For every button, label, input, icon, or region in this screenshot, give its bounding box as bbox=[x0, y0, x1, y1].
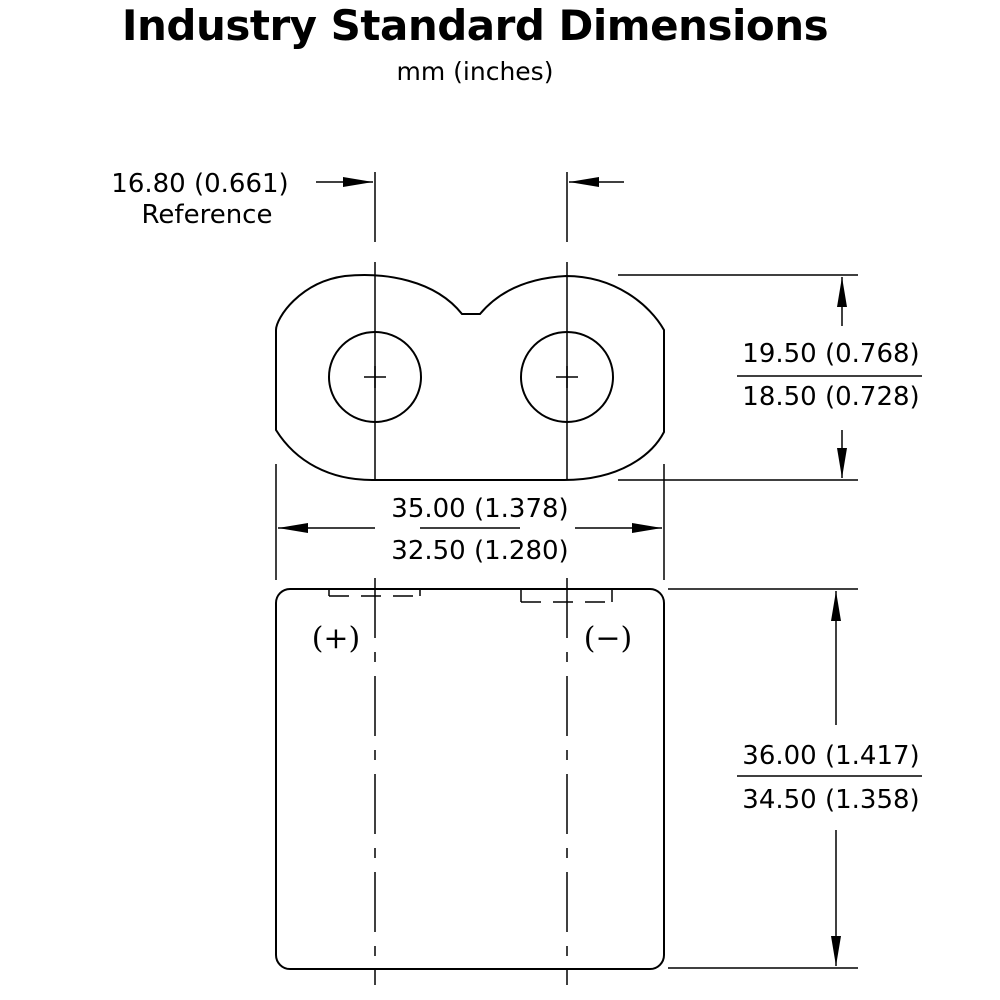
depth-max-value: 19.50 (0.768) bbox=[742, 339, 919, 369]
side-view: (+) (−) bbox=[275, 578, 665, 985]
terminal-centerlines bbox=[374, 172, 568, 480]
width-dimension: 35.00 (1.378) 32.50 (1.280) bbox=[275, 464, 665, 580]
height-dimension: 36.00 (1.417) 34.50 (1.358) bbox=[668, 588, 922, 969]
height-min-value: 34.50 (1.358) bbox=[742, 785, 919, 815]
width-max-value: 35.00 (1.378) bbox=[391, 494, 568, 524]
depth-dimension: 19.50 (0.768) 18.50 (0.728) bbox=[618, 274, 922, 481]
page-title: Industry Standard Dimensions bbox=[121, 1, 829, 50]
terminal-spacing-note: Reference bbox=[142, 200, 273, 230]
positive-polarity-label: (+) bbox=[312, 621, 361, 656]
negative-polarity-label: (−) bbox=[584, 621, 633, 656]
terminal-spacing-dimension: 16.80 (0.661) Reference bbox=[111, 169, 624, 230]
height-max-value: 36.00 (1.417) bbox=[742, 741, 919, 771]
width-min-value: 32.50 (1.280) bbox=[391, 536, 568, 566]
top-view bbox=[275, 172, 665, 481]
depth-min-value: 18.50 (0.728) bbox=[742, 382, 919, 412]
top-view-outline bbox=[275, 274, 665, 481]
side-view-outline bbox=[275, 588, 665, 970]
terminal-spacing-value: 16.80 (0.661) bbox=[111, 169, 288, 199]
units-note: mm (inches) bbox=[396, 57, 554, 86]
side-view-centerlines bbox=[374, 578, 568, 985]
